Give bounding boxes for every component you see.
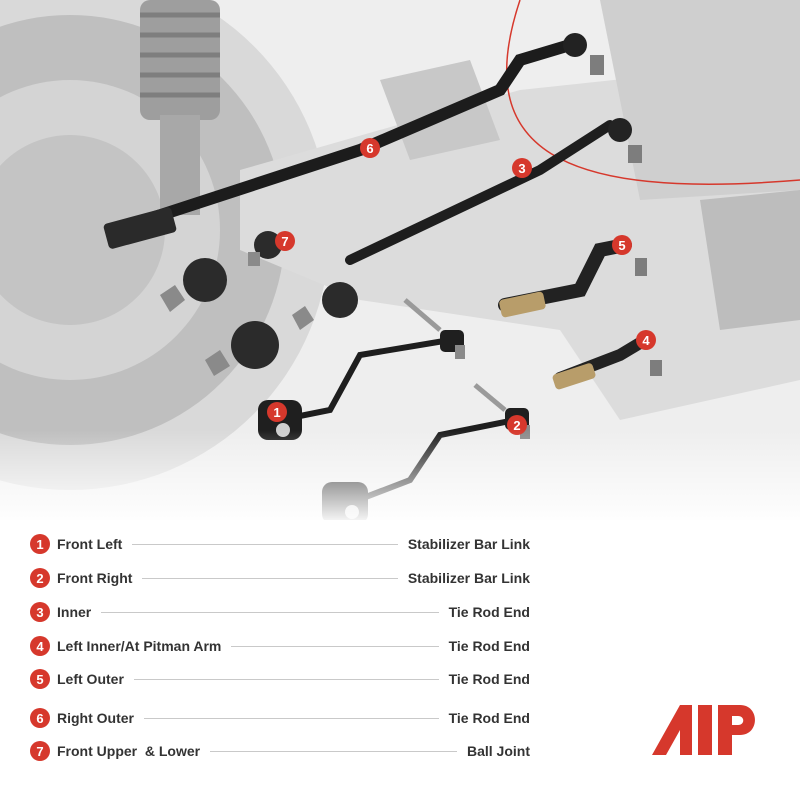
legend-part-type: Tie Rod End xyxy=(448,710,530,726)
part-6-tie-rod xyxy=(103,33,604,249)
legend-part-type: Ball Joint xyxy=(466,743,530,759)
part-7-ball-joints xyxy=(160,231,358,376)
legend-position: Front Upper & Lower xyxy=(57,743,201,759)
svg-text:1: 1 xyxy=(273,405,280,420)
legend-divider xyxy=(132,543,398,545)
svg-text:7: 7 xyxy=(281,234,288,249)
legend-divider xyxy=(142,577,398,579)
legend-divider xyxy=(231,645,439,647)
legend-part-type: Tie Rod End xyxy=(448,671,530,687)
legend-position: Inner xyxy=(57,604,92,620)
parts-photo: 1 2 3 4 5 6 7 xyxy=(0,0,800,520)
legend-row-1: 1 Front Left Stabilizer Bar Link xyxy=(30,532,530,556)
legend-position: Front Left xyxy=(57,536,123,552)
legend-number-badge: 1 xyxy=(30,534,50,554)
legend-row-5: 5 Left Outer Tie Rod End xyxy=(30,667,530,691)
svg-text:3: 3 xyxy=(518,161,525,176)
part-3-tie-rod xyxy=(345,118,642,265)
callout-5: 5 xyxy=(612,235,632,255)
legend-part-type: Stabilizer Bar Link xyxy=(407,536,530,552)
legend-number-badge: 6 xyxy=(30,708,50,728)
legend-row-2: 2 Front Right Stabilizer Bar Link xyxy=(30,566,530,590)
legend-position: Right Outer xyxy=(57,710,134,726)
callout-3: 3 xyxy=(512,158,532,178)
callout-6: 6 xyxy=(360,138,380,158)
svg-text:4: 4 xyxy=(642,333,650,348)
legend-number-badge: 5 xyxy=(30,669,50,689)
legend-divider xyxy=(101,611,439,613)
legend-row-4: 4 Left Inner/At Pitman Arm Tie Rod End xyxy=(30,634,530,658)
legend-number-badge: 7 xyxy=(30,741,50,761)
svg-text:2: 2 xyxy=(513,418,520,433)
legend-number-badge: 2 xyxy=(30,568,50,588)
legend-number-badge: 4 xyxy=(30,636,50,656)
legend-part-type: Tie Rod End xyxy=(448,638,530,654)
legend-position: Front Right xyxy=(57,570,133,586)
legend-number-badge: 3 xyxy=(30,602,50,622)
part-4-tie-rod-end xyxy=(552,334,662,390)
brand-logo-icon xyxy=(652,705,755,755)
legend-divider xyxy=(210,750,457,752)
callout-7: 7 xyxy=(275,231,295,251)
legend-position: Left Outer xyxy=(57,671,124,687)
callout-1: 1 xyxy=(267,402,287,422)
legend-row-3: 3 Inner Tie Rod End xyxy=(30,600,530,624)
legend-row-6: 6 Right Outer Tie Rod End xyxy=(30,706,530,730)
svg-text:5: 5 xyxy=(618,238,625,253)
legend-divider xyxy=(133,678,439,680)
callout-4: 4 xyxy=(636,330,656,350)
photo-fade xyxy=(0,430,800,525)
legend-part-type: Tie Rod End xyxy=(448,604,530,620)
legend-part-type: Stabilizer Bar Link xyxy=(407,570,530,586)
legend-position: Left Inner/At Pitman Arm xyxy=(57,638,222,654)
legend-row-7: 7 Front Upper & Lower Ball Joint xyxy=(30,739,530,763)
legend-divider xyxy=(144,717,439,719)
svg-text:6: 6 xyxy=(366,141,373,156)
